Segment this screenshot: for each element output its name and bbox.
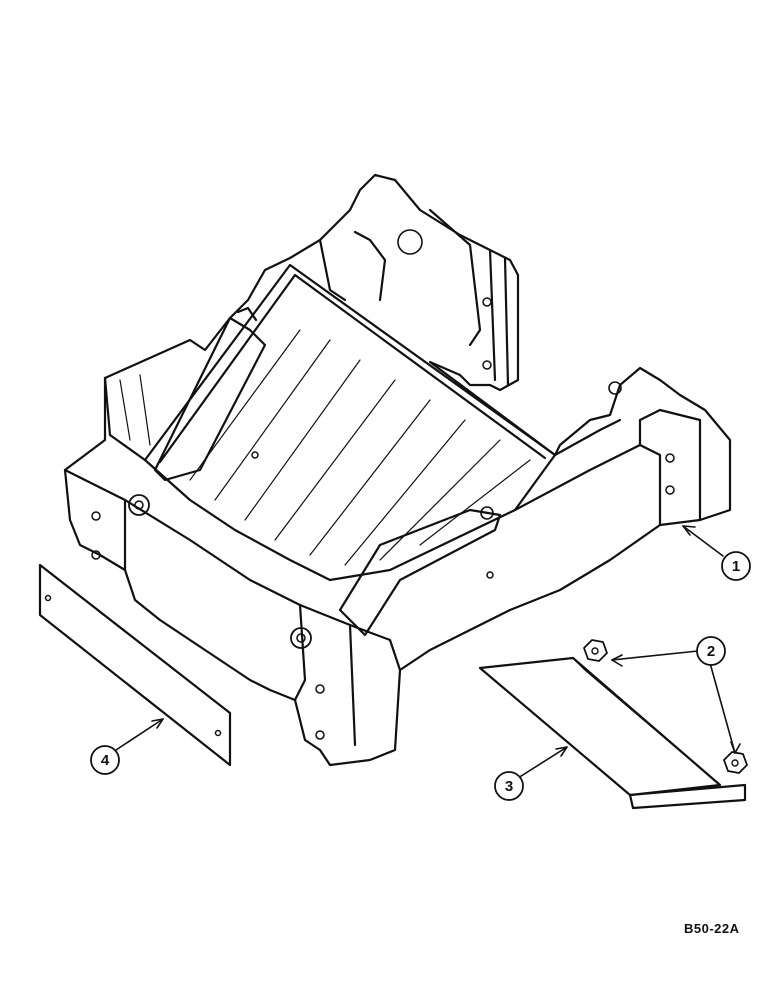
nut-part-lower bbox=[723, 751, 748, 774]
angle-plate-part bbox=[478, 656, 747, 810]
callout-4: 4 bbox=[90, 745, 120, 775]
nut-part-upper bbox=[583, 639, 608, 662]
callout-2-label: 2 bbox=[707, 643, 715, 660]
callout-2: 2 bbox=[696, 636, 726, 666]
leader-lines bbox=[112, 525, 741, 779]
figure-code: B50-22A bbox=[684, 921, 740, 936]
callout-1-label: 1 bbox=[732, 558, 740, 575]
cover-plate-part bbox=[38, 563, 232, 767]
callout-3: 3 bbox=[494, 771, 524, 801]
callout-4-label: 4 bbox=[101, 752, 110, 769]
main-frame-part bbox=[63, 173, 732, 767]
callout-1: 1 bbox=[721, 551, 751, 581]
callout-3-label: 3 bbox=[505, 778, 513, 795]
